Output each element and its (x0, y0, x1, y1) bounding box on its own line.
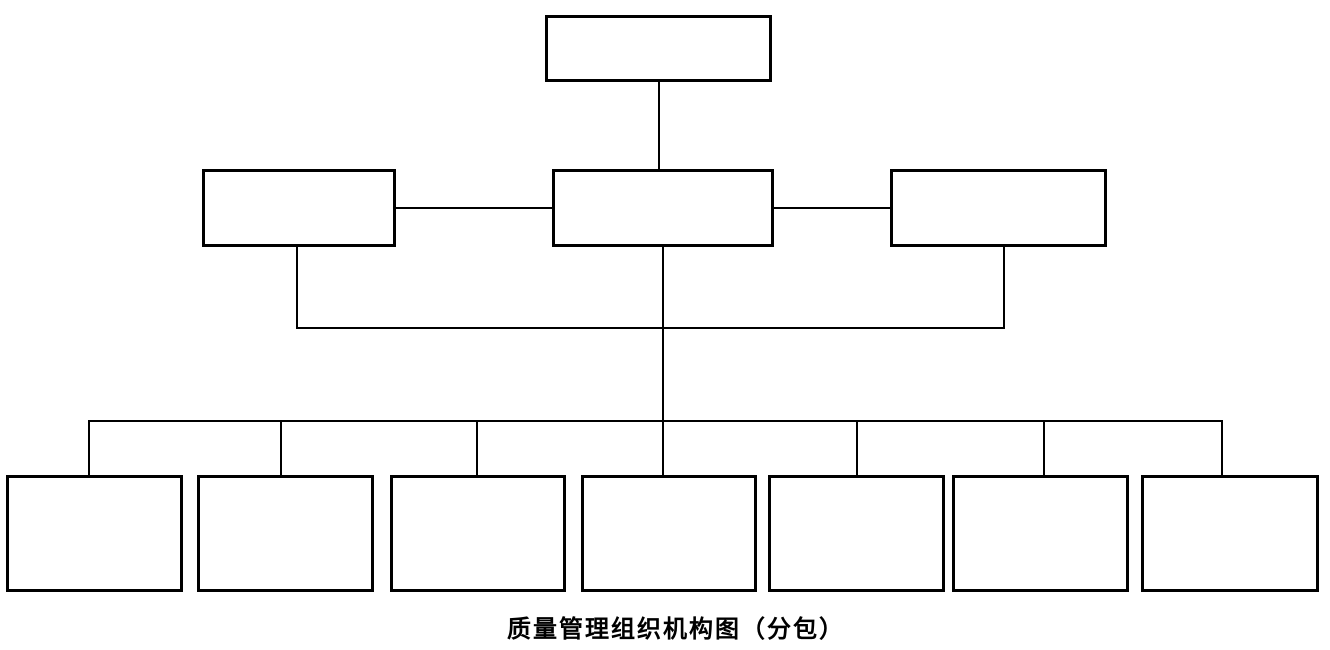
connector-bus-drop-6 (1043, 420, 1045, 475)
node-bottom-5 (768, 475, 945, 592)
node-bottom-3 (390, 475, 566, 592)
connector-left-to-center (396, 207, 552, 209)
node-top (545, 15, 772, 82)
connector-center-to-right (774, 207, 890, 209)
node-bottom-7 (1141, 475, 1319, 592)
node-middle-right (890, 169, 1107, 247)
node-bottom-1 (6, 475, 183, 592)
connector-top-to-center (658, 81, 660, 169)
connector-middle-u-bar (296, 327, 1005, 329)
connector-bus-drop-1 (88, 420, 90, 475)
node-bottom-4 (581, 475, 757, 592)
diagram-caption: 质量管理组织机构图（分包） (507, 617, 845, 643)
node-middle-left (202, 169, 396, 247)
connector-center-trunk (662, 246, 664, 475)
connector-left-drop (296, 246, 298, 329)
connector-right-drop (1003, 246, 1005, 329)
connector-bus-drop-5 (856, 420, 858, 475)
node-bottom-6 (952, 475, 1129, 592)
connector-bus-drop-7 (1221, 420, 1223, 475)
connector-distribution-bus (88, 420, 1223, 422)
connector-bus-drop-2 (280, 420, 282, 475)
node-middle-center (552, 169, 774, 247)
connector-bus-drop-3 (476, 420, 478, 475)
node-bottom-2 (197, 475, 374, 592)
